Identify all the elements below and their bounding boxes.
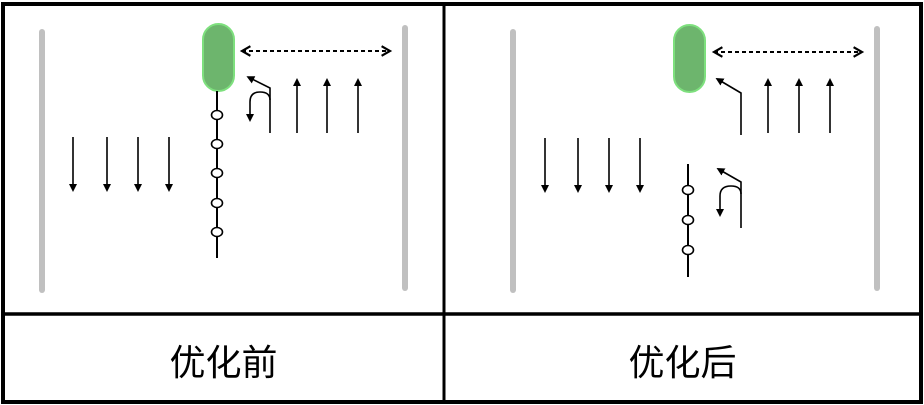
signal-island-icon	[673, 24, 706, 93]
panel-before	[39, 23, 408, 293]
southbound-arrows	[69, 137, 173, 192]
left-uturn-arrow-icon	[716, 168, 742, 228]
left-uturn-arrow-icon	[246, 76, 271, 133]
panel-after	[510, 24, 880, 293]
northbound-arrows	[764, 78, 834, 133]
median-bollards	[210, 91, 224, 258]
caption-after: 优化后	[628, 343, 737, 384]
median-bollards	[681, 164, 695, 277]
southbound-arrows	[541, 138, 644, 193]
caption-before: 优化前	[169, 343, 278, 384]
northbound-arrows	[293, 78, 362, 133]
signal-island-icon	[202, 23, 235, 92]
left-turn-arrow-icon	[715, 77, 742, 135]
